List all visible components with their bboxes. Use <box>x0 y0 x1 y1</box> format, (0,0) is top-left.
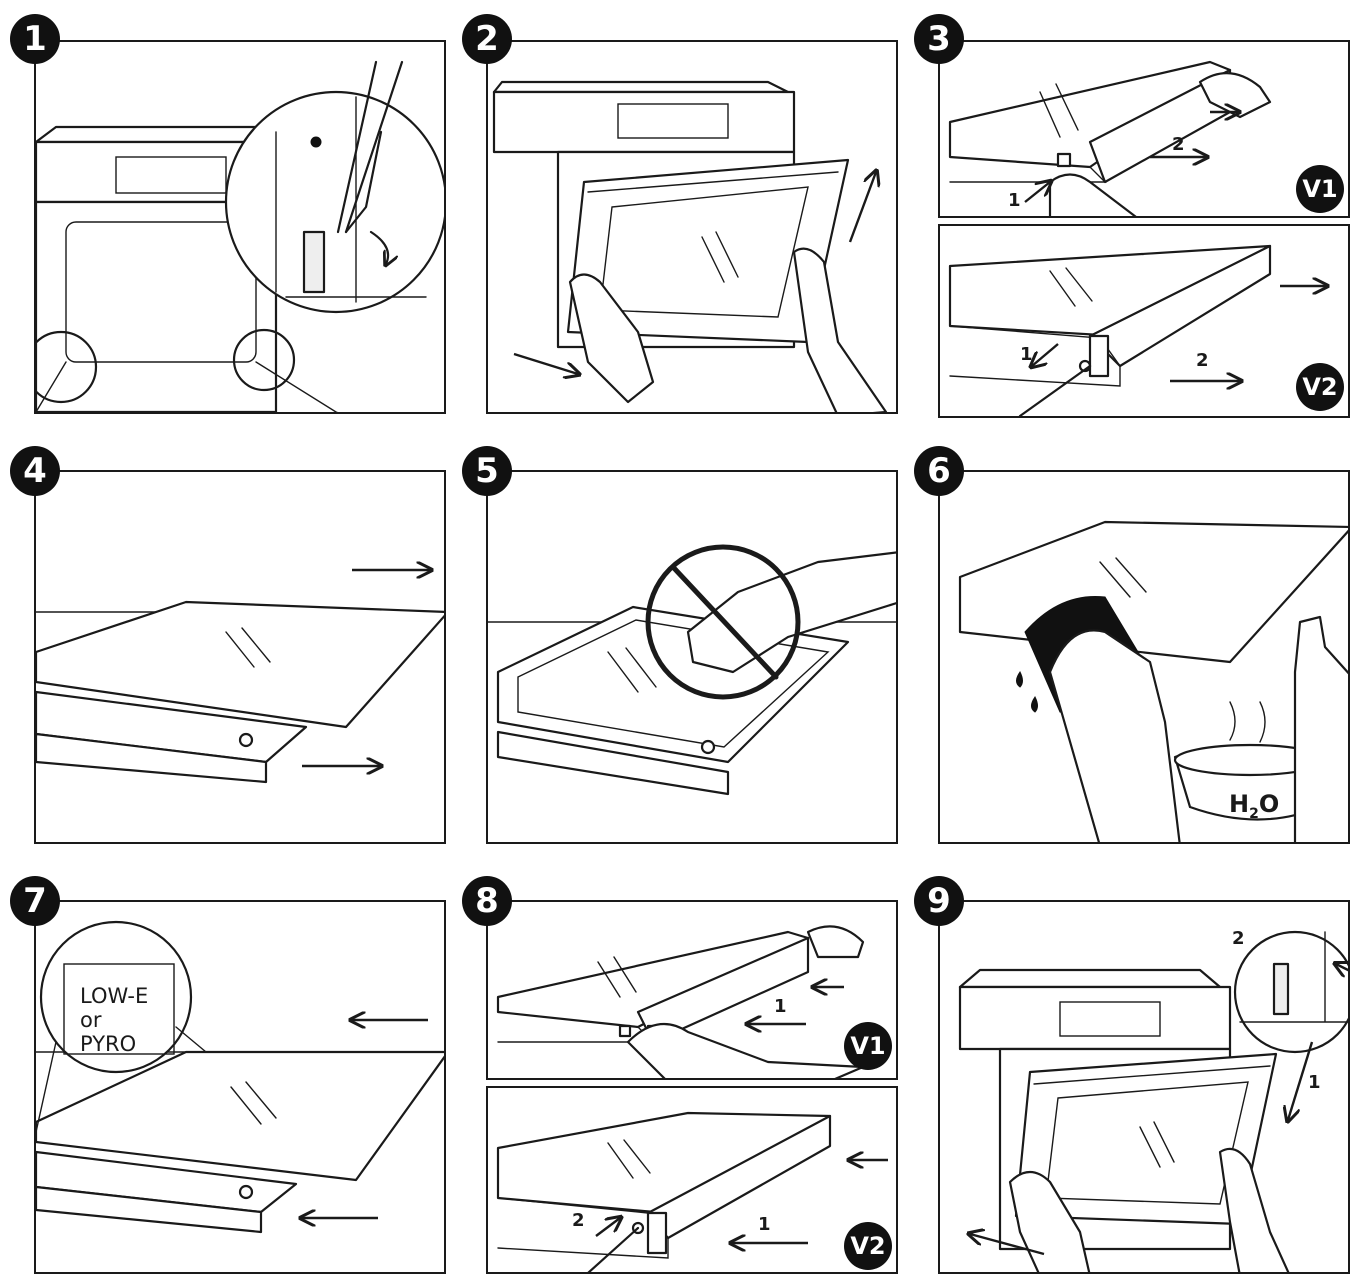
step-8-v1-label-1: 1 <box>774 996 787 1017</box>
step-8-v2-badge: V2 <box>844 1222 892 1270</box>
step-9-label-2: 2 <box>1232 928 1245 949</box>
step-3-v1-panel: 1 2 <box>938 40 1350 218</box>
step-3-v2-panel: 1 2 <box>938 224 1350 418</box>
step-4-illustration <box>36 472 444 784</box>
step-9-badge: 9 <box>914 876 964 926</box>
step-8-v2-label-1: 1 <box>758 1214 771 1235</box>
step-9-illustration <box>958 930 1348 1272</box>
step-8-v2-panel: 2 1 <box>486 1086 898 1274</box>
step-5-panel <box>486 470 898 844</box>
step-6-panel: H2O <box>938 470 1350 844</box>
step-2-panel <box>486 40 898 414</box>
step-3-v2-badge: V2 <box>1296 363 1344 411</box>
step-8-v1-illustration <box>496 925 865 1078</box>
step-5-illustration <box>488 544 896 796</box>
step-3-v1-illustration <box>948 60 1272 216</box>
step-1-badge: 1 <box>10 14 60 64</box>
step-7-coating-label: LOW-E or PYRO <box>80 984 148 1056</box>
step-6-illustration <box>958 520 1348 842</box>
step-3-v1-label-1: 1 <box>1008 190 1021 211</box>
step-3-v2-illustration <box>948 244 1350 416</box>
step-2-illustration <box>492 80 888 412</box>
step-8-v1-badge: V1 <box>844 1022 892 1070</box>
step-3-badge: 3 <box>914 14 964 64</box>
step-9-label-1: 1 <box>1308 1072 1321 1093</box>
step-8-v2-label-2: 2 <box>572 1210 585 1231</box>
step-8-v1-panel: 1 <box>486 900 898 1080</box>
step-1-panel <box>34 40 446 414</box>
step-4-panel <box>34 470 446 844</box>
step-8-badge: 8 <box>462 876 512 926</box>
step-1-illustration <box>36 60 444 412</box>
step-7-line-2: or <box>80 1008 102 1032</box>
step-4-badge: 4 <box>10 446 60 496</box>
step-7-badge: 7 <box>10 876 60 926</box>
step-9-panel: 2 1 <box>938 900 1350 1274</box>
step-7-line-1: LOW-E <box>80 984 149 1008</box>
step-7-panel: LOW-E or PYRO <box>34 900 446 1274</box>
step-8-v2-illustration <box>496 1111 888 1272</box>
step-3-v2-label-2: 2 <box>1196 350 1209 371</box>
step-6-h2o-label: H2O <box>1229 790 1280 822</box>
step-3-v1-label-2: 2 <box>1172 134 1185 155</box>
step-5-badge: 5 <box>462 446 512 496</box>
step-7-illustration <box>36 920 444 1234</box>
step-3-v1-badge: V1 <box>1296 165 1344 213</box>
step-2-badge: 2 <box>462 14 512 64</box>
step-7-line-3: PYRO <box>80 1032 137 1056</box>
step-3-v2-label-1: 1 <box>1020 344 1033 365</box>
step-6-badge: 6 <box>914 446 964 496</box>
